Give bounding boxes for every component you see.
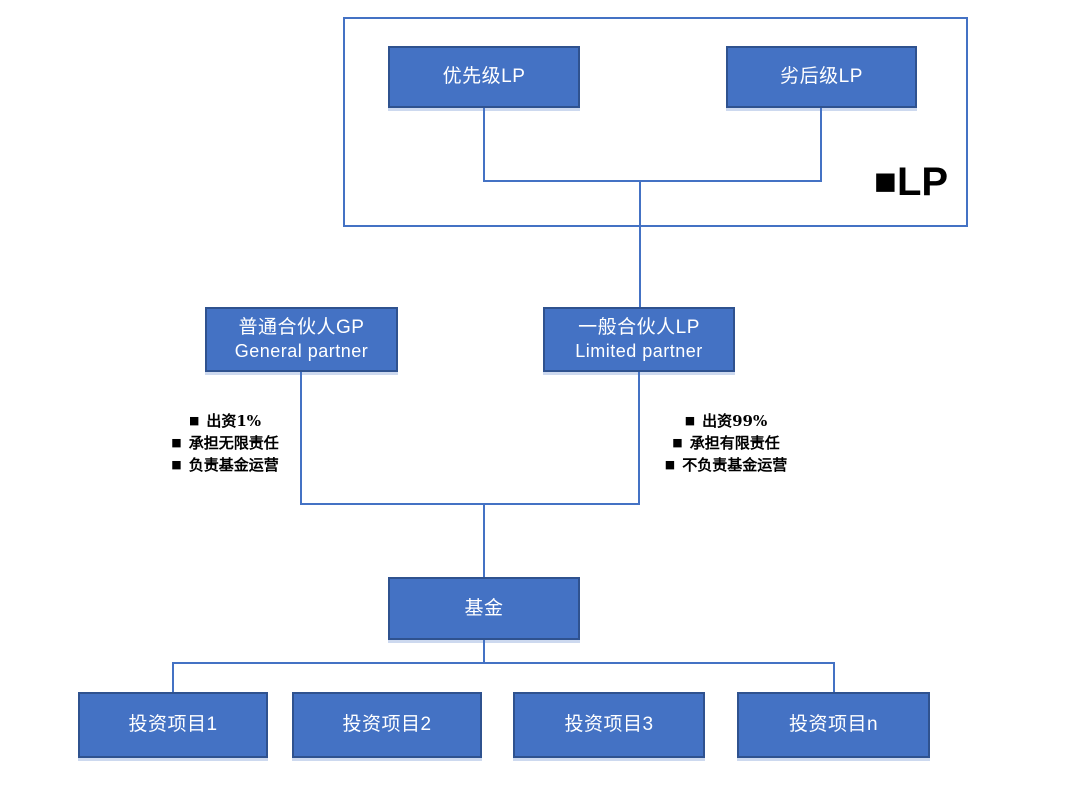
box-project-2: 投资项目2 [292, 692, 482, 758]
box-project-2-label: 投资项目2 [342, 714, 432, 735]
box-project-n: 投资项目n [737, 692, 930, 758]
connector-top-horizontal [483, 180, 822, 182]
box-fund: 基金 [388, 577, 580, 640]
box-fund-label: 基金 [464, 597, 504, 619]
list-item: ■ 出资1% [120, 410, 330, 432]
connector-senior-lp-down [483, 108, 485, 182]
lp-group-label: LP [896, 160, 949, 204]
box-general-partner: 普通合伙人GP General partner [205, 307, 398, 372]
box-limited-partner-line2: Limited partner [575, 341, 703, 361]
connector-junior-lp-down [820, 108, 822, 182]
box-junior-lp-label: 劣后级LP [780, 66, 863, 87]
list-item: ■ 不负责基金运营 [621, 454, 831, 476]
list-item: ■ 承担无限责任 [120, 432, 330, 454]
box-project-n-label: 投资项目n [788, 714, 879, 735]
gp-term-text: 承担无限责任 [188, 434, 279, 452]
gp-terms-list: ■ 出资1% ■ 承担无限责任 ■ 负责基金运营 [120, 410, 330, 476]
list-item: ■ 负责基金运营 [120, 454, 330, 476]
lp-group-container [343, 17, 968, 227]
box-senior-lp: 优先级LP [388, 46, 580, 108]
connector-gp-down [300, 372, 302, 505]
connector-fund-down [483, 640, 485, 664]
bullet-square-icon: ■ [171, 436, 182, 449]
box-limited-partner-line1: 一般合伙人LP [578, 317, 700, 338]
box-project-3-label: 投资项目3 [564, 714, 654, 735]
box-limited-partner: 一般合伙人LP Limited partner [543, 307, 735, 372]
gp-term-text: 出资1% [206, 412, 262, 430]
box-senior-lp-label: 优先级LP [442, 66, 526, 87]
connector-bottom-horizontal [172, 662, 835, 664]
bullet-square-icon: ■ [664, 458, 676, 471]
list-item: ■ 出资99% [621, 410, 831, 432]
lp-terms-list: ■ 出资99% ■ 承担有限责任 ■ 不负责基金运营 [621, 410, 831, 476]
box-junior-lp: 劣后级LP [726, 46, 917, 108]
black-square-icon: ■ [874, 161, 897, 203]
box-project-1: 投资项目1 [78, 692, 268, 758]
bullet-square-icon: ■ [672, 436, 683, 449]
connector-to-project-1 [172, 664, 174, 692]
connector-to-fund [483, 505, 485, 577]
connector-to-project-n [833, 664, 835, 692]
gp-term-text: 负责基金运营 [188, 456, 279, 474]
box-general-partner-line1: 普通合伙人GP [238, 317, 365, 338]
box-general-partner-line2: General partner [234, 341, 369, 361]
lp-term-text: 不负责基金运营 [682, 456, 788, 474]
lp-group-legend: ■LP [874, 160, 948, 204]
box-project-3: 投资项目3 [513, 692, 705, 758]
lp-term-text: 承担有限责任 [689, 434, 780, 452]
lp-term-text: 出资99% [702, 412, 768, 430]
connector-mid-horizontal [300, 503, 640, 505]
list-item: ■ 承担有限责任 [621, 432, 831, 454]
bullet-square-icon: ■ [171, 458, 182, 471]
bullet-square-icon: ■ [188, 414, 200, 427]
box-project-1-label: 投资项目1 [128, 714, 218, 735]
bullet-square-icon: ■ [684, 414, 696, 427]
connector-group-to-limited-partner [639, 182, 641, 307]
connector-limited-partner-down [638, 372, 640, 505]
